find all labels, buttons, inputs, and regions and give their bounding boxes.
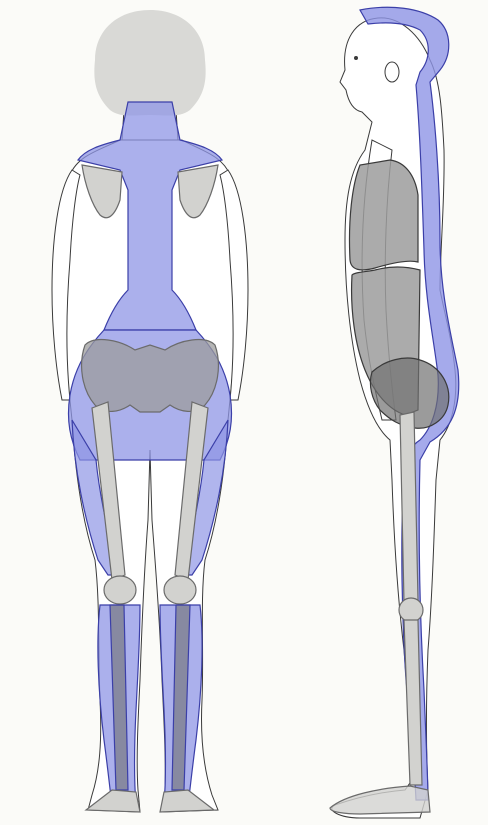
- posterior-pelvis: [82, 340, 219, 412]
- posterior-right-knee: [164, 576, 196, 604]
- lateral-knee: [399, 598, 423, 622]
- posterior-left-knee: [104, 576, 136, 604]
- lateral-thorax: [349, 160, 418, 270]
- lateral-eye: [354, 56, 358, 60]
- lateral-ear: [385, 62, 399, 82]
- posterior-hair: [94, 10, 205, 116]
